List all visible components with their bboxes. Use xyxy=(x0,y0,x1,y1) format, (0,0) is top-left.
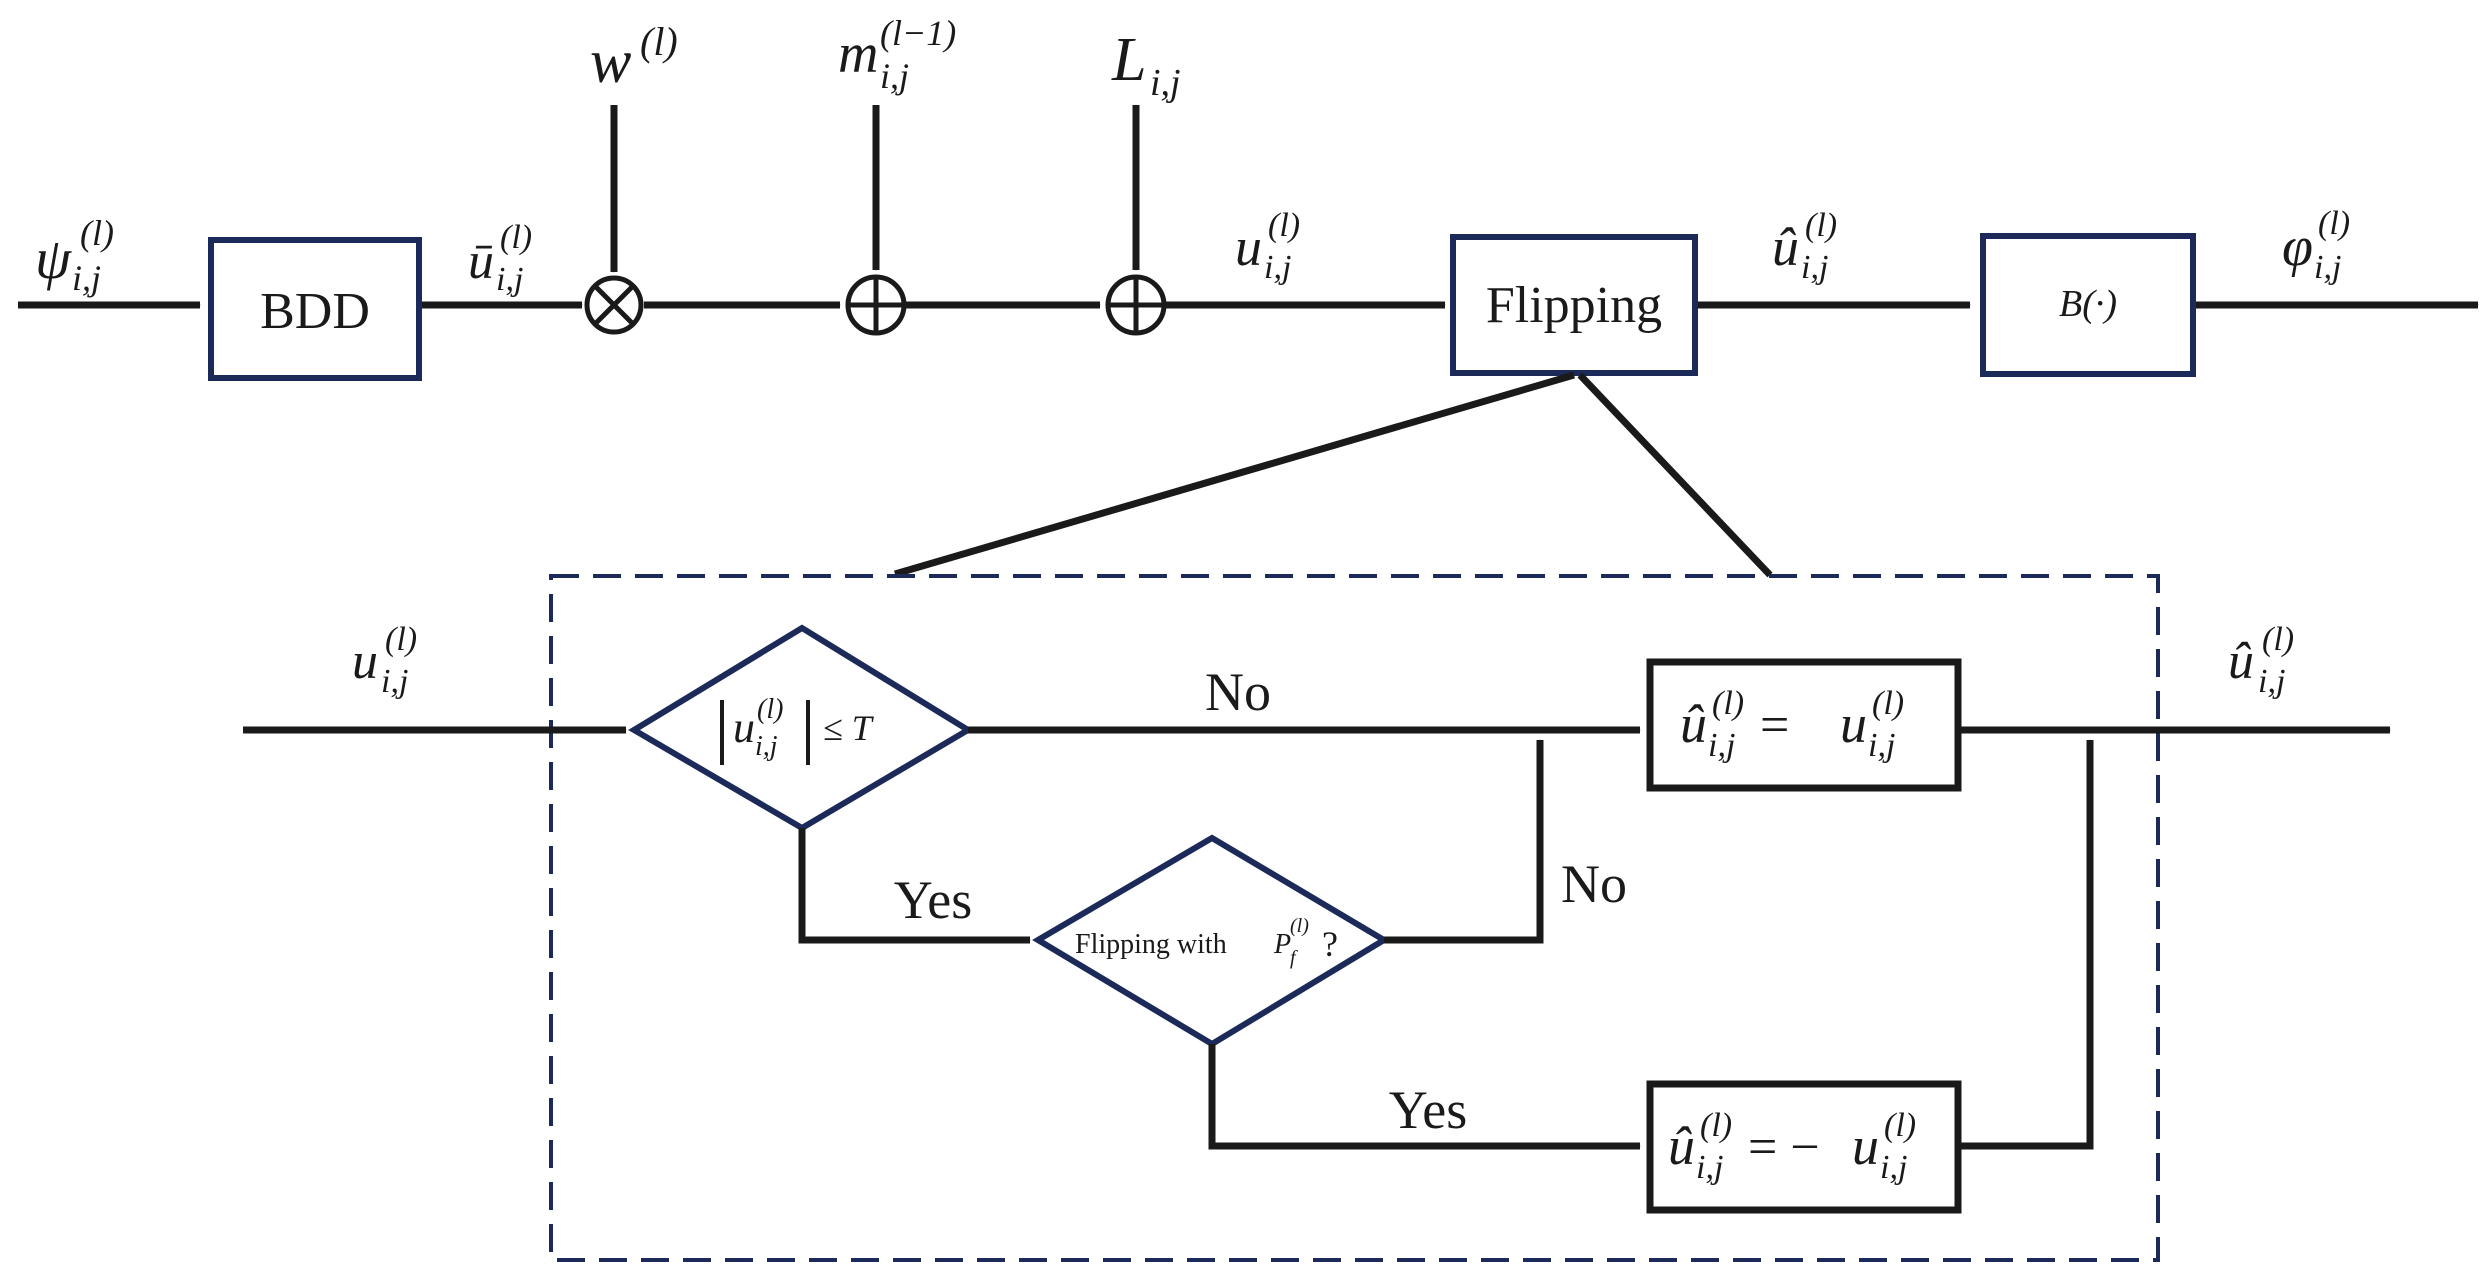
cond1-rest: ≤ T xyxy=(823,708,875,748)
box1-uhat: û xyxy=(1680,694,1707,754)
no-label-2: No xyxy=(1561,854,1627,914)
no-label-top: No xyxy=(1205,662,1271,722)
detail-out-sup: (l) xyxy=(2262,621,2294,658)
cond2-text: Flipping with xyxy=(1075,929,1227,960)
uhat-sup-top: (l) xyxy=(1805,207,1837,244)
msg-sup: (l−1) xyxy=(880,13,956,53)
u-symbol-top: u xyxy=(1235,217,1262,277)
cond1-u: u xyxy=(733,703,755,752)
cond2-q: ? xyxy=(1322,924,1338,964)
psi-sub: i,j xyxy=(72,258,101,298)
phi-output-label: φ (l) i,j xyxy=(2282,205,2350,286)
no-flip-equation: û (l) i,j = u (l) i,j xyxy=(1680,685,1904,764)
msg-symbol: m xyxy=(838,23,878,85)
flip-probability-condition: Flipping with P (l) f ? xyxy=(1075,915,1338,969)
weight-label: w (l) xyxy=(590,19,678,96)
box2-rhs-sub: i,j xyxy=(1880,1149,1907,1186)
flip-result-block xyxy=(1646,1080,1962,1214)
u-sup-top: (l) xyxy=(1268,207,1300,244)
weight-sup: (l) xyxy=(640,19,678,64)
box2-eq: = − xyxy=(1748,1119,1820,1176)
box2-uhat: û xyxy=(1668,1116,1695,1176)
uhat-symbol-top: û xyxy=(1772,217,1799,277)
msg-label: m (l−1) i,j xyxy=(838,13,956,96)
ubar-sup: (l) xyxy=(500,219,532,256)
uhat-sub-top: i,j xyxy=(1801,249,1828,286)
box1-sup: (l) xyxy=(1712,685,1744,722)
llr-symbol: L xyxy=(1111,26,1146,94)
ubar-symbol: ū xyxy=(468,233,494,290)
u-sub-top: i,j xyxy=(1264,249,1291,286)
flip-equation: û (l) i,j = − u (l) i,j xyxy=(1668,1107,1916,1186)
phi-symbol: φ xyxy=(2282,216,2313,278)
b-function-block xyxy=(1980,233,2196,377)
detail-output-uhat-label: û (l) i,j xyxy=(2228,621,2294,700)
zoom-arrow-right xyxy=(1577,372,1773,578)
cond2-sub: f xyxy=(1290,947,1298,969)
flipping-label: Flipping xyxy=(1486,277,1662,334)
msg-sub: i,j xyxy=(880,56,909,96)
bdd-block xyxy=(208,237,422,381)
psi-sup: (l) xyxy=(80,213,114,253)
box1-u: u xyxy=(1840,694,1867,754)
arrow-no-from-decision2 xyxy=(1384,739,1544,944)
cond2-p: P xyxy=(1273,929,1291,960)
threshold-condition: u (l) i,j ≤ T xyxy=(720,694,875,765)
box2-sub: i,j xyxy=(1696,1149,1723,1186)
arrow-box2-to-output xyxy=(1960,739,2094,1150)
u-label-top: u (l) i,j xyxy=(1235,207,1300,286)
box1-rhs-sup: (l) xyxy=(1872,685,1904,722)
detail-out-uhat: û xyxy=(2228,633,2254,690)
multiplier-cross-b xyxy=(593,284,635,326)
llr-sub: i,j xyxy=(1150,62,1181,104)
llr-label: L i,j xyxy=(1111,26,1181,104)
flipping-block xyxy=(1450,234,1698,376)
box1-rhs-sub: i,j xyxy=(1868,727,1895,764)
phi-sub: i,j xyxy=(2314,249,2341,286)
detail-out-sub: i,j xyxy=(2258,663,2285,700)
box1-eq: = xyxy=(1760,697,1789,754)
input-psi-label: ψ (l) i,j xyxy=(35,213,114,298)
flipping-detail-frame xyxy=(549,574,2160,1262)
cond1-sup: (l) xyxy=(757,694,783,725)
box2-rhs-sup: (l) xyxy=(1884,1107,1916,1144)
arrow-yes-to-decision2 xyxy=(798,828,1031,944)
b-function-label: B(·) xyxy=(2059,283,2117,325)
yes-label-2: Yes xyxy=(1389,1080,1468,1140)
no-flip-result-block xyxy=(1646,658,1962,792)
box2-sup: (l) xyxy=(1700,1107,1732,1144)
uhat-label-top: û (l) i,j xyxy=(1772,207,1837,286)
detail-u-symbol: u xyxy=(352,633,378,690)
box1-sub: i,j xyxy=(1708,727,1735,764)
threshold-decision xyxy=(628,624,974,832)
bdd-label: BDD xyxy=(260,283,370,340)
yes-label-1: Yes xyxy=(894,870,973,930)
cond2-sup: (l) xyxy=(1290,915,1309,937)
phi-sup: (l) xyxy=(2318,205,2350,242)
box2-u: u xyxy=(1852,1116,1879,1176)
ubar-sub: i,j xyxy=(496,261,523,298)
arrow-yes-to-box2 xyxy=(1208,1044,1641,1150)
detail-u-sub: i,j xyxy=(381,663,408,700)
detail-input-u-label: u (l) i,j xyxy=(352,621,417,700)
zoom-arrow-left xyxy=(894,371,1575,578)
weight-symbol: w xyxy=(590,28,631,96)
psi-symbol: ψ xyxy=(35,226,72,291)
cond1-sub: i,j xyxy=(755,731,778,762)
ubar-label: ū (l) i,j xyxy=(468,219,532,298)
detail-u-sup: (l) xyxy=(385,621,417,658)
